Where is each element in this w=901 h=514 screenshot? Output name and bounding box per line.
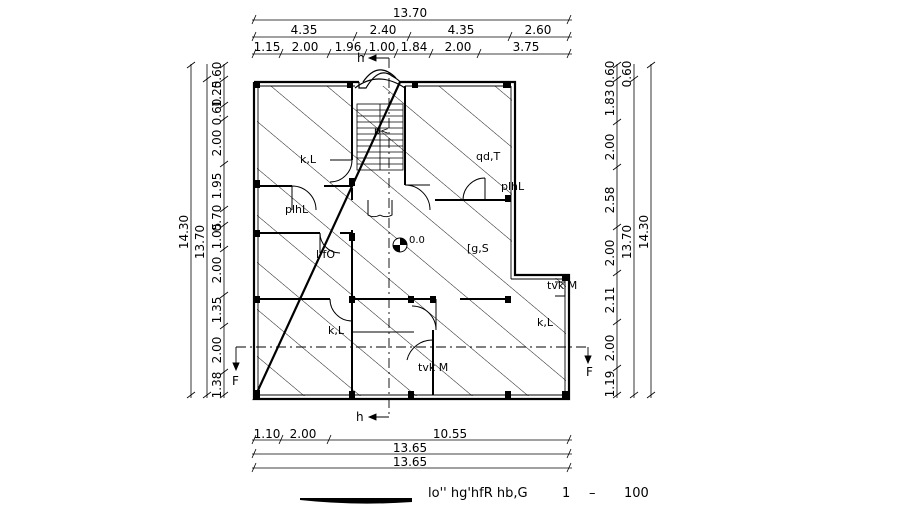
dim-bottom-row1-2: 10.55 — [433, 427, 467, 441]
dim-top-row3-3: 1.00 — [369, 40, 396, 54]
dim-top-row2-0: 4.35 — [291, 23, 318, 37]
dim-left-part-8: 1.35 — [210, 297, 224, 324]
section-mark-h-top: h — [357, 51, 365, 65]
dim-bottom-row1-1: 2.00 — [290, 427, 317, 441]
hatched-floor — [257, 86, 566, 396]
walls — [252, 80, 571, 401]
dim-left-part-3: 2.00 — [210, 130, 224, 157]
dim-right-part-1: 0.60 — [620, 61, 634, 88]
dim-left-part-5: 0.70 — [210, 205, 224, 232]
dim-left-total: 14.30 — [177, 215, 191, 249]
stair-label: p< — [374, 126, 389, 137]
level-marker-icon — [392, 237, 408, 253]
dim-right-part-7: 2.00 — [603, 335, 617, 362]
dim-right-part-6: 2.11 — [603, 287, 617, 314]
dim-left-part-7: 2.00 — [210, 257, 224, 284]
level-label: 0.0 — [409, 235, 425, 246]
dim-top-row2-3: 2.60 — [525, 23, 552, 37]
scale-dash: – — [589, 486, 596, 501]
dim-right-part-4: 2.58 — [603, 187, 617, 214]
dim-top-row3-0: 1.15 — [254, 40, 281, 54]
dim-top-row3-2: 1.96 — [335, 40, 362, 54]
dim-top-row3-1: 2.00 — [292, 40, 319, 54]
room-label-pl-right: plhL — [501, 180, 525, 193]
scale-label: 1 — [562, 486, 570, 501]
bay-window — [354, 69, 406, 89]
doors — [291, 159, 566, 370]
dim-top-total: 13.70 — [393, 6, 427, 20]
dim-right-part-5: 2.00 — [603, 240, 617, 267]
room-label-tvk-right: tvk M — [547, 279, 577, 292]
dim-top-row2-1: 2.40 — [370, 23, 397, 37]
section-line-f — [232, 346, 592, 372]
staircase — [356, 103, 404, 171]
dim-right-part-3: 2.00 — [603, 134, 617, 161]
dim-left-part-2: 0.60 — [210, 99, 224, 126]
room-label-top-right: qd,T — [476, 150, 500, 163]
dim-left-part-6: 1.05 — [210, 223, 224, 250]
section-mark-f-left: F — [232, 374, 239, 388]
dim-bottom-row3: 13.65 — [393, 455, 427, 469]
dim-bottom-row2: 13.65 — [393, 441, 427, 455]
drawing-title: lo'' hg'hfR hb,G — [428, 486, 528, 501]
dim-top-row3-5: 2.00 — [445, 40, 472, 54]
left-dimensions — [186, 61, 229, 399]
dim-right-part-8: 1.19 — [603, 371, 617, 398]
section-mark-h-bottom: h — [356, 410, 364, 424]
dim-bottom-row1-0: 1.10 — [254, 427, 281, 441]
section-line-h — [367, 54, 390, 421]
dim-left-part-9: 2.00 — [210, 337, 224, 364]
dim-top-row2-2: 4.35 — [448, 23, 475, 37]
title-underline-icon — [300, 498, 412, 504]
room-label-hall: [g,S — [467, 242, 489, 255]
dim-top-row3-4: 1.84 — [401, 40, 428, 54]
dim-left-part-1: 1.25 — [210, 81, 224, 108]
section-mark-f-right: F — [586, 365, 593, 379]
dim-right-part-0: 0.60 — [603, 61, 617, 88]
dim-left-sub: 13.70 — [193, 225, 207, 259]
room-label-pl-left: plhL — [285, 203, 309, 216]
room-label-lf: l fO — [316, 248, 335, 261]
room-label-bottom-right: k,L — [537, 316, 554, 329]
columns — [254, 82, 568, 398]
dim-right-part-2: 1.83 — [603, 90, 617, 117]
room-label-bottom-left: k,L — [328, 324, 345, 337]
dim-left-part-4: 1.95 — [210, 173, 224, 200]
room-label-tvk-bottom: tvk M — [418, 361, 448, 374]
top-dimensions — [251, 14, 572, 59]
room-label-top-left: k,L — [300, 153, 317, 166]
dim-right-sub: 13.70 — [620, 225, 634, 259]
bottom-dimensions — [251, 434, 572, 473]
dim-left-part-10: 1.38 — [210, 372, 224, 399]
scale-value: 100 — [624, 486, 649, 501]
dim-top-row3-6: 3.75 — [513, 40, 540, 54]
right-dimensions — [612, 61, 656, 399]
dim-left-part-0: 0.60 — [210, 62, 224, 89]
dim-right-total: 14.30 — [637, 215, 651, 249]
